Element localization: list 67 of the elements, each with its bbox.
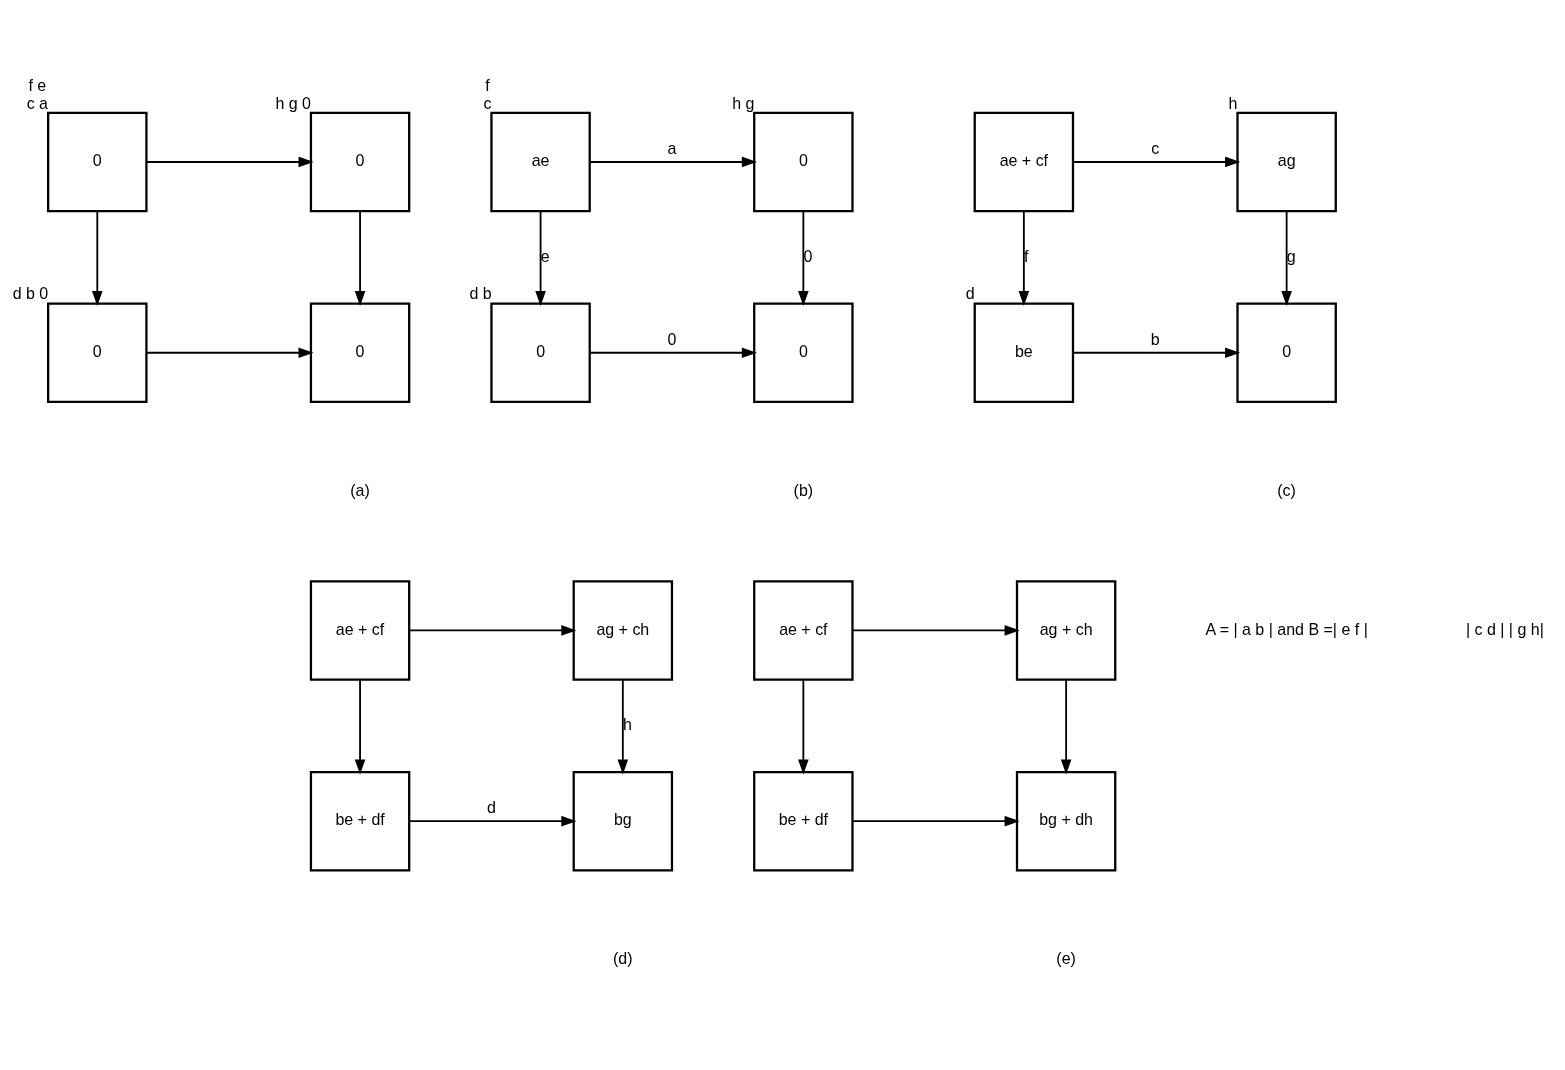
- node-box: be: [973, 302, 1075, 404]
- node-box: ag + ch: [572, 580, 674, 681]
- arrow: [1072, 347, 1241, 359]
- arrow: [1072, 156, 1241, 168]
- node-box: 0: [309, 111, 411, 213]
- node-box: 0: [47, 111, 148, 213]
- label: (d): [613, 950, 633, 968]
- arrow: [589, 347, 757, 359]
- arrow: [535, 210, 546, 307]
- node-label: c: [483, 94, 492, 112]
- node-box: 0: [47, 302, 148, 404]
- label: | c d | | g h|: [1465, 620, 1544, 638]
- node-label: d: [965, 285, 975, 303]
- node-box: be + df: [309, 770, 411, 872]
- node-box: 0: [1236, 302, 1337, 404]
- arrow: [851, 815, 1020, 827]
- label: (c): [1277, 481, 1296, 499]
- label: (a): [350, 481, 370, 499]
- node-box: be + df: [753, 770, 854, 872]
- arrow: [408, 815, 577, 827]
- arrow: [92, 210, 103, 307]
- node-box: 0: [753, 302, 854, 404]
- node-label: d b: [469, 285, 492, 303]
- node-box: ae + cf: [973, 111, 1075, 213]
- arrow: [798, 678, 809, 775]
- label: (e): [1056, 950, 1076, 968]
- arrow: [1018, 210, 1030, 307]
- node-box: ae + cf: [309, 580, 411, 681]
- edge-label: d: [487, 799, 496, 817]
- arrow: [145, 156, 314, 168]
- arrow: [589, 156, 757, 168]
- node-box: bg + dh: [1015, 770, 1117, 872]
- edge-label: c: [1151, 140, 1160, 158]
- node-box: ag: [1236, 111, 1337, 213]
- edge-label: b: [1150, 331, 1160, 348]
- edge-label: 0: [667, 331, 677, 348]
- node-label: c a: [26, 94, 48, 112]
- arrow: [851, 625, 1020, 636]
- arrow: [1060, 678, 1072, 775]
- node-box: 0: [490, 302, 591, 404]
- node-box: ag + ch: [1015, 580, 1117, 681]
- edge-label: a: [667, 140, 677, 158]
- node-box: ae: [490, 111, 591, 213]
- node-label: h g: [732, 94, 755, 112]
- node-box: bg: [572, 770, 674, 872]
- arrow: [354, 678, 366, 775]
- node-label: f: [485, 77, 490, 95]
- label: (b): [793, 481, 814, 499]
- node-box: 0: [309, 302, 411, 404]
- node-label: d b 0: [12, 285, 49, 303]
- edge-label: g: [1286, 247, 1296, 265]
- node-label: f e: [28, 77, 47, 95]
- edge-label: f: [1023, 247, 1029, 265]
- arrow: [617, 678, 629, 775]
- edge-label: 0: [803, 247, 813, 265]
- edge-label: e: [540, 247, 550, 265]
- node-label: h g 0: [275, 94, 311, 112]
- label: A = | a b | and B =| e f |: [1205, 620, 1368, 638]
- arrow: [1281, 210, 1292, 307]
- arrow: [798, 210, 809, 307]
- node-box: 0: [753, 111, 854, 213]
- arrow: [145, 347, 314, 359]
- arrow: [354, 210, 366, 307]
- arrow: [408, 625, 577, 636]
- node-label: h: [1228, 94, 1238, 112]
- edge-label: h: [622, 716, 632, 734]
- node-box: ae + cf: [753, 580, 854, 681]
